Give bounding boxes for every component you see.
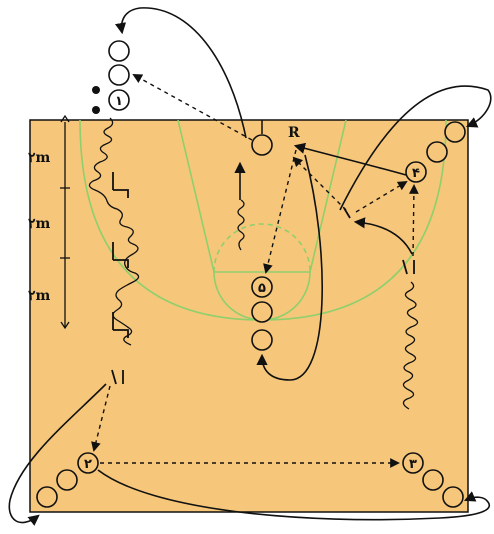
- player-5-label: ۵: [258, 281, 266, 296]
- movement-lines: [8, 7, 492, 526]
- move-2-to-bottom-right: [97, 469, 491, 521]
- rebounder-label: R: [288, 125, 300, 141]
- waiting-player: [251, 301, 273, 323]
- pass-left-cone-to-2: [91, 385, 111, 452]
- player-1-label: ۱: [115, 94, 123, 109]
- waiting-player: [108, 40, 130, 62]
- move-bottom-left-loop: [8, 383, 107, 526]
- player-stack-top-right: [405, 121, 466, 183]
- pass-r-to-5: [263, 149, 297, 274]
- cone-icon: [112, 242, 129, 268]
- move-5-to-r: [256, 154, 323, 381]
- player-stack-bottom-left: [36, 452, 99, 508]
- player-stack-bottom-right: [402, 452, 464, 508]
- dribble-path-left: [88, 117, 140, 346]
- player-1: [108, 89, 130, 111]
- player-4: [405, 161, 427, 183]
- ball-icon: [92, 106, 100, 114]
- pass-lines: [91, 74, 419, 468]
- player-2-label: ۲: [84, 457, 92, 472]
- waiting-player: [108, 64, 130, 86]
- pass-shooter-to-stack: [132, 74, 253, 141]
- ball-icon: [92, 86, 100, 94]
- move-4-to-r: [293, 142, 407, 176]
- waiting-player: [251, 329, 273, 351]
- player-4-label: ۴: [412, 166, 420, 181]
- player-3-label: ۳: [409, 457, 417, 472]
- lane: [177, 119, 347, 273]
- distance-label-1: ۲m: [28, 150, 51, 166]
- move-cone-to-center: [353, 217, 413, 255]
- player-5: [251, 276, 273, 298]
- move-center-to-top-right: [339, 85, 492, 211]
- free-throw-circle-top: [213, 223, 311, 273]
- cone-icon: [402, 259, 415, 275]
- player-3: [402, 452, 424, 474]
- distance-label-3: ۲m: [28, 288, 51, 304]
- distance-label-2: ۲m: [28, 216, 51, 232]
- dribble-path-right: [402, 281, 419, 410]
- court: [29, 119, 469, 513]
- pass-cone-to-4: [408, 184, 419, 257]
- player-2: [77, 452, 99, 474]
- dribble-path-center: [237, 199, 245, 251]
- player-stack-top-left: [108, 40, 130, 111]
- pass-center-to-4: [355, 180, 408, 213]
- move-shooter-to-top: [115, 7, 247, 139]
- cone-icon: [112, 172, 129, 198]
- distance-markers: [60, 114, 70, 330]
- shooter-top: [251, 134, 273, 156]
- cone-icon: [111, 369, 124, 385]
